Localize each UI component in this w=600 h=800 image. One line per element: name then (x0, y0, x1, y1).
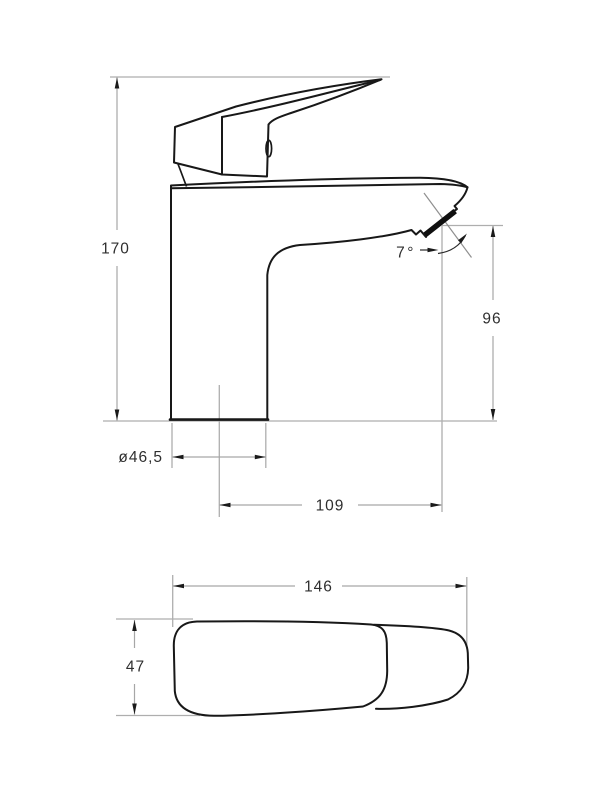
arrow-right-146 (455, 583, 467, 589)
dim-overall-height-label: 170 (101, 241, 130, 258)
arrow-left-109 (219, 502, 231, 508)
arrow-left-base-diameter (172, 454, 184, 460)
handle-outline (173, 78, 383, 178)
top-view-extension-lines (116, 575, 468, 717)
body-deck-top-line (170, 176, 469, 189)
arrow-down-96 (490, 409, 496, 420)
dim-overall-length-label: 146 (304, 579, 333, 596)
spout-end-curve (453, 186, 469, 212)
handle-screw-cover (265, 139, 273, 158)
top-view-dimension-lines (132, 583, 467, 715)
faucet-top-outline (172, 620, 470, 717)
handle-crease-line (221, 79, 381, 118)
side-view-extension-lines (103, 76, 503, 517)
dimension-labels: 170 96 ø46,5 109 7° 146 47 (101, 241, 501, 676)
dim-base-diameter-label: ø46,5 (118, 449, 163, 466)
dim-spout-height-label: 96 (482, 311, 501, 328)
dim-body-width-label: 47 (126, 659, 145, 676)
dim-spout-reach-label: 109 (316, 498, 345, 515)
aerator-axis-line (423, 192, 472, 258)
angle-arc-arrow (458, 233, 467, 244)
angle-leader-arrow (427, 247, 439, 253)
side-view (103, 76, 503, 517)
dim-spout-angle-label: 7° (396, 245, 416, 262)
faucet-side-outline (168, 78, 469, 421)
arrow-up-170 (114, 77, 120, 89)
top-view (116, 575, 470, 717)
handle-footprint (172, 620, 389, 717)
arrow-right-base-diameter (254, 454, 266, 460)
spout-underside-and-column (266, 229, 427, 420)
arrow-up-47 (132, 620, 137, 631)
arrow-left-146 (173, 583, 184, 589)
spout-footprint (373, 623, 470, 710)
side-view-dimension-lines (114, 77, 496, 508)
arrow-up-96 (490, 226, 496, 237)
body-deck-bottom-line (170, 183, 469, 190)
arrow-down-170 (114, 409, 120, 421)
arrow-right-109 (430, 502, 442, 508)
arrow-down-47 (132, 703, 137, 715)
handle-base-curve (177, 163, 188, 187)
